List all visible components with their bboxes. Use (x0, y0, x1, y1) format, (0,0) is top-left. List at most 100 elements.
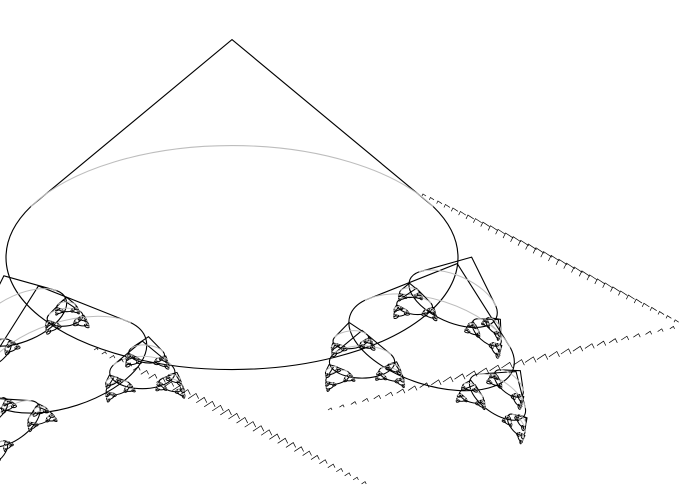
scallop-lower-right (397, 389, 405, 393)
fractal-unit-d2-1 (393, 314, 397, 317)
scallop-lower-left (336, 468, 343, 471)
fractal-unit-d2-3 (372, 345, 376, 348)
fractal-unit-d2-1 (331, 348, 333, 350)
ellipse-front-arc (6, 206, 458, 369)
fractal-unit-d1-1 (395, 379, 397, 381)
cone-edges (0, 259, 56, 325)
scallop-upper-right (666, 316, 671, 319)
fractal-unit-d2-3 (86, 323, 90, 326)
fractal-unit-d2-3 (401, 307, 403, 308)
scallop-lower-right (431, 380, 441, 385)
scallop-lower-right (658, 329, 663, 332)
scallop-lower-right (408, 386, 417, 390)
scallop-upper-right (459, 212, 466, 216)
fractal-unit-d2-3 (13, 403, 16, 405)
scallop-upper-right (422, 194, 426, 196)
fractal-unit-d2-3 (45, 408, 48, 411)
scallop-lower-right (573, 346, 583, 351)
scallop-lower-left (102, 352, 107, 354)
scallop-lower-left (328, 464, 335, 468)
scallop-lower-left (94, 348, 98, 350)
scallop-upper-right (626, 295, 634, 299)
scallop-lower-right (561, 349, 571, 354)
fractal-unit-d2-3 (406, 311, 409, 314)
scallop-lower-left (220, 409, 231, 415)
fractal-unit-d2-1 (126, 358, 128, 360)
scallop-lower-right (585, 344, 594, 349)
fractal-unit-d1-3 (55, 418, 57, 420)
fractal-unit-d2-1 (160, 357, 162, 358)
fractal-unit-d2-1 (45, 325, 47, 327)
scallop-lower-right (478, 368, 489, 374)
fractal-unit-d2-3 (14, 342, 16, 343)
fractal-unit-d2-1 (78, 318, 80, 319)
fractal-unit-d2-1 (482, 322, 484, 323)
scallop-lower-left (303, 451, 312, 455)
fractal-unit-d2-1 (518, 394, 520, 396)
scallop-lower-left (253, 426, 264, 431)
fractal-unit-d2-3 (488, 325, 490, 327)
scallop-lower-right (645, 331, 651, 334)
fractal-unit-d2-3 (434, 316, 437, 320)
scallop-upper-right (437, 201, 442, 204)
fractal-unit-d2-3 (421, 297, 423, 299)
scallop-lower-left (278, 438, 288, 443)
fractal-unit-d1-3 (113, 393, 115, 395)
scallop-lower-right (351, 402, 356, 405)
fractal-unit-d2-1 (3, 403, 5, 405)
fractal-unit-d1-1 (517, 432, 519, 434)
cone-edges (0, 262, 131, 370)
scallop-lower-right (362, 398, 368, 401)
scallop-lower-right (670, 326, 675, 328)
fractal-unit-d2-3 (57, 324, 60, 326)
scallop-lower-left (345, 473, 351, 476)
fractal-unit-d2-1 (468, 324, 470, 325)
fractal-unit-d2-1 (55, 312, 57, 314)
fractal-unit-d1-1 (176, 390, 178, 392)
ellipse-back-arc (31, 146, 433, 207)
fractal-unit-d1-1 (456, 399, 458, 401)
scallop-lower-left (261, 430, 272, 435)
scallop-upper-right (634, 299, 642, 303)
fractal-unit-d2-1 (73, 321, 76, 324)
scallop-upper-right (674, 320, 679, 322)
fractal-unit-d2-1 (414, 295, 416, 296)
scallop-lower-right (339, 405, 344, 407)
fractal-unit-d2-1 (359, 344, 362, 347)
fractal-unit-d2-1 (386, 366, 389, 368)
scallop-lower-right (609, 339, 617, 343)
ellipse-back-arc (333, 383, 335, 384)
scallop-upper-right (429, 197, 434, 199)
fractal-unit-d2-1 (398, 298, 400, 300)
ellipse-back-arc (0, 439, 3, 459)
fractal-unit-d2-1 (428, 309, 430, 310)
fractal-unit-d2-1 (487, 379, 490, 381)
ellipse-front-arc (337, 297, 520, 409)
scallop-lower-left (141, 370, 149, 374)
fractal-unit-d2-1 (394, 309, 396, 311)
fractal-unit-d2-3 (51, 322, 53, 323)
fractal-unit-d2-1 (71, 310, 73, 311)
fractal-unit-d2-1 (496, 343, 498, 345)
scallop-lower-left (294, 447, 303, 452)
fractal-unit-d1-1 (502, 419, 504, 421)
cone-edges (0, 388, 2, 419)
fractal-unit-d2-1 (490, 375, 492, 376)
scallop-lower-left (149, 374, 157, 378)
fractal-unit-d1-3 (465, 399, 467, 401)
fractal-unit-d2-3 (475, 326, 477, 328)
fractal-unit-root (6, 40, 458, 370)
fractal-unit-d2-3 (117, 378, 120, 380)
scallop-lower-left (237, 417, 248, 423)
fractal-unit-d2-1 (7, 345, 9, 347)
ellipse-back-arc (521, 405, 522, 408)
fractal-unit-d5-2 (337, 237, 539, 409)
scallop-lower-right (443, 377, 453, 382)
fractal-unit-d2-3 (521, 401, 522, 403)
scallop-lower-left (204, 401, 215, 406)
fractal-unit-d2-3 (85, 319, 87, 321)
scallop-upper-right (642, 303, 649, 307)
fractal-unit-d2-1 (364, 340, 366, 341)
fractal-unit-d1-3 (521, 441, 523, 443)
scallop-upper-right (466, 215, 474, 219)
